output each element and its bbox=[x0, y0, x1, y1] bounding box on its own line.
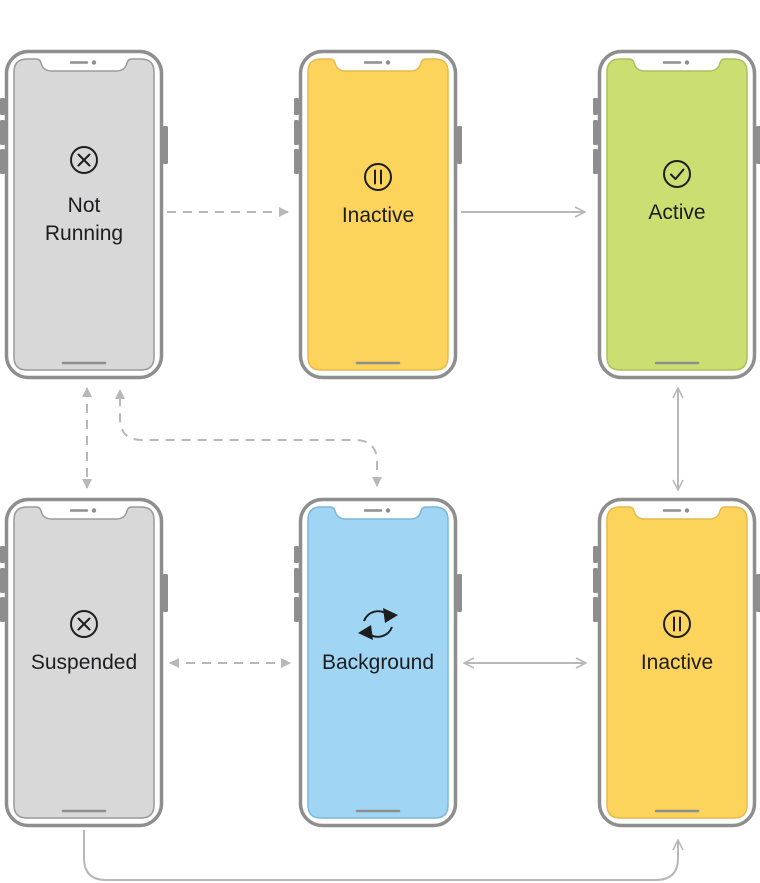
refresh-icon bbox=[358, 608, 398, 640]
front-camera bbox=[91, 60, 97, 65]
phone-screen bbox=[606, 58, 748, 371]
mute-switch bbox=[294, 98, 299, 115]
phone-screen bbox=[307, 58, 449, 371]
volume-up-button bbox=[294, 568, 299, 593]
mute-switch bbox=[0, 546, 5, 563]
volume-up-button bbox=[0, 568, 5, 593]
front-camera bbox=[684, 60, 690, 65]
volume-down-button bbox=[593, 149, 598, 174]
state-label: Inactive bbox=[641, 651, 713, 674]
volume-up-button bbox=[294, 120, 299, 145]
phone-suspended: Suspended bbox=[0, 497, 168, 828]
x-circle-icon bbox=[70, 146, 98, 174]
mute-switch bbox=[593, 98, 598, 115]
phone-screen bbox=[307, 506, 449, 819]
connector-suspended-to-inactive-bottom bbox=[83, 830, 678, 881]
phone-screen bbox=[606, 506, 748, 819]
state-label: Active bbox=[648, 201, 705, 224]
connector-background-to-notrunning bbox=[115, 389, 382, 487]
volume-down-button bbox=[0, 149, 5, 174]
front-camera bbox=[385, 508, 391, 513]
mute-switch bbox=[294, 546, 299, 563]
power-button bbox=[457, 126, 462, 164]
volume-down-button bbox=[593, 597, 598, 622]
phone-background: Background bbox=[294, 497, 462, 828]
state-label: Suspended bbox=[31, 651, 137, 674]
volume-up-button bbox=[593, 120, 598, 145]
state-label: Inactive bbox=[342, 204, 414, 227]
power-button bbox=[457, 574, 462, 612]
front-camera bbox=[91, 508, 97, 513]
power-button bbox=[756, 574, 760, 612]
pause-circle-icon bbox=[364, 163, 392, 191]
connectors bbox=[82, 212, 678, 881]
state-label: Background bbox=[322, 651, 434, 674]
mute-switch bbox=[0, 98, 5, 115]
volume-up-button bbox=[0, 120, 5, 145]
volume-down-button bbox=[0, 597, 5, 622]
x-circle-icon bbox=[70, 610, 98, 638]
volume-down-button bbox=[294, 149, 299, 174]
phone-inactive-bottom: Inactive bbox=[593, 497, 760, 828]
power-button bbox=[756, 126, 760, 164]
power-button bbox=[163, 126, 168, 164]
phone-screen bbox=[13, 506, 155, 819]
phone-screen bbox=[13, 58, 155, 371]
checkmark-circle-icon bbox=[663, 160, 691, 188]
state-label-line2: Running bbox=[45, 222, 123, 245]
mute-switch bbox=[593, 546, 598, 563]
volume-down-button bbox=[294, 597, 299, 622]
front-camera bbox=[385, 60, 391, 65]
volume-up-button bbox=[593, 568, 598, 593]
state-label-line1: Not bbox=[68, 194, 101, 217]
phone-active: Active bbox=[593, 49, 760, 380]
pause-circle-icon bbox=[663, 610, 691, 638]
front-camera bbox=[684, 508, 690, 513]
phone-inactive-top: Inactive bbox=[294, 49, 462, 380]
power-button bbox=[163, 574, 168, 612]
